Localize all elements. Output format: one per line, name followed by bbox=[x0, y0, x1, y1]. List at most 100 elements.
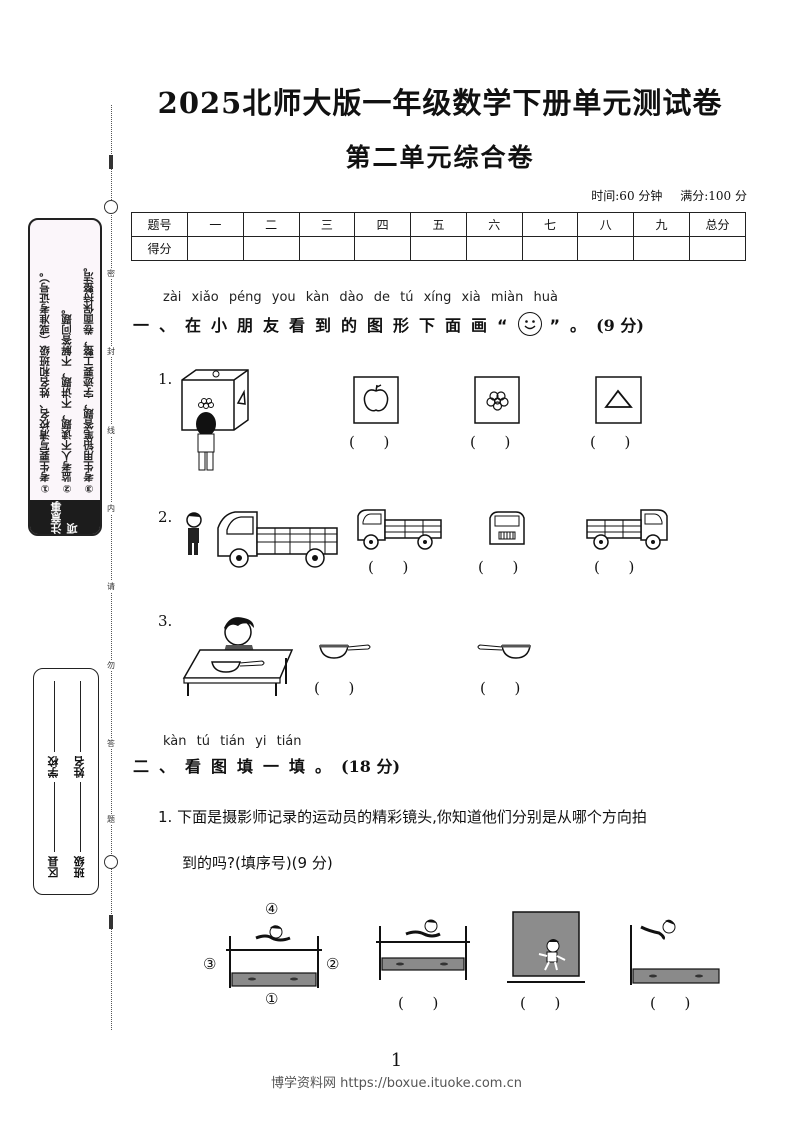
score-table: 题号 一 二 三 四 五 六 七 八 九 总分 得分 bbox=[131, 212, 746, 261]
answer-blank[interactable]: ( ) bbox=[650, 994, 691, 1012]
binding-dash bbox=[109, 155, 113, 169]
boy-figure-icon bbox=[186, 512, 202, 555]
binding-circle-bottom bbox=[104, 855, 118, 869]
section2-pinyin: kàn tú tián yi tián bbox=[163, 734, 302, 749]
binding-line bbox=[111, 105, 112, 1030]
info-column-left: 区县 学校 bbox=[44, 681, 64, 882]
section2-q1-line2: 到的吗?(填序号)(9 分) bbox=[182, 854, 333, 872]
answer-blank[interactable]: ( ) bbox=[520, 994, 561, 1012]
score-input-cell[interactable] bbox=[410, 236, 467, 261]
score-input-cell[interactable] bbox=[187, 236, 244, 261]
high-jump-top-view-icon bbox=[507, 911, 585, 983]
district-label: 区县 bbox=[47, 856, 60, 878]
notice-label: 注意事项 bbox=[30, 500, 100, 534]
binding-char: 答 bbox=[104, 738, 118, 749]
section2-heading-text: 二、看图填一填 bbox=[133, 757, 316, 776]
score-input-cell[interactable] bbox=[689, 236, 746, 261]
answer-blank[interactable]: ( ) bbox=[470, 433, 511, 451]
question-number: 2. bbox=[158, 508, 173, 526]
score-table-cell: 九 bbox=[633, 212, 690, 237]
binding-char: 密 bbox=[104, 268, 118, 279]
score-table-cell: 三 bbox=[298, 212, 356, 237]
school-field[interactable] bbox=[53, 681, 55, 752]
score-table-cell: 题号 bbox=[131, 212, 188, 237]
info-column-right: 班级 姓名 bbox=[70, 681, 90, 882]
score-table-cell: 得分 bbox=[131, 236, 188, 261]
score-input-cell[interactable] bbox=[465, 236, 523, 261]
score-table-cell: 四 bbox=[354, 212, 412, 237]
triangle-card-icon bbox=[595, 376, 642, 424]
score-table-cell: 二 bbox=[242, 212, 300, 237]
name-field[interactable] bbox=[79, 681, 81, 752]
exam-meta: 时间:60 分钟 满分:100 分 bbox=[577, 187, 747, 204]
cube-with-girl-illustration bbox=[181, 369, 249, 471]
notice-item-2: ②监考人不读题，不讲题，不解答问题。 bbox=[61, 303, 73, 495]
student-info-box: 区县 学校 班级 姓名 bbox=[33, 668, 99, 895]
page-number: 1 bbox=[390, 1050, 403, 1071]
section1-score: (9 分) bbox=[596, 316, 644, 335]
section1-heading: 一、在小朋友看到的图形下面画“ ”。(9 分) bbox=[133, 312, 644, 336]
district-field[interactable] bbox=[53, 781, 55, 852]
high-jump-reference-illustration bbox=[226, 925, 322, 988]
notice-box: ①考生要写清校名、姓名和班级（或准考证号）。 ②监考人不读题，不讲题，不解答问题… bbox=[28, 218, 102, 536]
answer-blank[interactable]: ( ) bbox=[480, 679, 521, 697]
score-input-cell[interactable] bbox=[521, 236, 579, 261]
class-label: 班级 bbox=[73, 856, 86, 878]
answer-blank[interactable]: ( ) bbox=[314, 679, 355, 697]
binding-char: 勿 bbox=[104, 660, 118, 671]
binding-char: 题 bbox=[104, 814, 118, 825]
binding-char: 请 bbox=[104, 581, 118, 592]
notice-text: ①考生要写清校名、姓名和班级（或准考证号）。 ②监考人不读题，不讲题，不解答问题… bbox=[30, 220, 100, 500]
section2-heading: 二、看图填一填。(18 分) bbox=[133, 753, 400, 777]
section2-score: (18 分) bbox=[341, 757, 401, 776]
truck-3d-illustration bbox=[217, 511, 338, 568]
high-jump-end-view-icon bbox=[630, 919, 720, 985]
answer-blank[interactable]: ( ) bbox=[368, 558, 409, 576]
page-title: 2025北师大版一年级数学下册单元测试卷 bbox=[157, 86, 723, 120]
answer-blank[interactable]: ( ) bbox=[478, 558, 519, 576]
notice-item-1: ①考生要写清校名、姓名和班级（或准考证号）。 bbox=[39, 266, 51, 494]
pan-left-view-icon bbox=[319, 644, 371, 659]
notice-item-3: ③考生用铅笔答题，字迹要工整，卷面保持整洁。 bbox=[83, 261, 95, 495]
score-input-cell[interactable] bbox=[354, 236, 412, 261]
section2-q1-line1: 1. 下面是摄影师记录的运动员的精彩镜头,你知道他们分别是从哪个方向拍 bbox=[158, 808, 647, 826]
binding-char: 内 bbox=[104, 503, 118, 514]
binding-circle-top bbox=[104, 200, 118, 214]
score-table-header-row: 题号 一 二 三 四 五 六 七 八 九 总分 bbox=[131, 212, 746, 237]
girl-at-table-illustration bbox=[182, 617, 294, 696]
score-table-score-row: 得分 bbox=[131, 236, 746, 261]
page-subtitle: 第二单元综合卷 bbox=[345, 143, 535, 172]
score-input-cell[interactable] bbox=[633, 236, 690, 261]
score-table-cell: 总分 bbox=[689, 212, 746, 237]
truck-side-right-icon bbox=[586, 509, 668, 550]
direction-label-left: ③ bbox=[203, 955, 217, 973]
smiley-icon bbox=[517, 312, 542, 336]
answer-blank[interactable]: ( ) bbox=[398, 994, 439, 1012]
answer-blank[interactable]: ( ) bbox=[594, 558, 635, 576]
score-table-cell: 六 bbox=[465, 212, 523, 237]
binding-char: 线 bbox=[104, 425, 118, 436]
binding-char: 封 bbox=[104, 346, 118, 357]
answer-blank[interactable]: ( ) bbox=[349, 433, 390, 451]
section2-heading-end: 。 bbox=[315, 757, 342, 776]
exam-full-score: 满分:100 分 bbox=[680, 189, 747, 203]
question-number: 3. bbox=[158, 612, 173, 630]
question-number: 1. bbox=[158, 370, 173, 388]
section1-pinyin: zài xiǎo péng you kàn dào de tú xíng xià… bbox=[163, 290, 558, 305]
high-jump-side-view-icon bbox=[376, 919, 470, 980]
apple-card-icon bbox=[353, 376, 399, 424]
truck-side-left-icon bbox=[357, 509, 442, 550]
direction-label-bottom: ① bbox=[265, 990, 279, 1008]
pan-right-view-icon bbox=[477, 644, 531, 659]
direction-label-right: ② bbox=[326, 955, 340, 973]
score-input-cell[interactable] bbox=[298, 236, 356, 261]
score-table-cell: 一 bbox=[187, 212, 244, 237]
score-input-cell[interactable] bbox=[577, 236, 635, 261]
answer-blank[interactable]: ( ) bbox=[590, 433, 631, 451]
school-label: 学校 bbox=[47, 755, 60, 778]
section1-heading-end: ”。 bbox=[549, 316, 597, 335]
class-field[interactable] bbox=[79, 781, 81, 852]
score-input-cell[interactable] bbox=[242, 236, 300, 261]
exam-time: 时间:60 分钟 bbox=[591, 189, 663, 203]
flower-card-icon bbox=[474, 376, 520, 424]
